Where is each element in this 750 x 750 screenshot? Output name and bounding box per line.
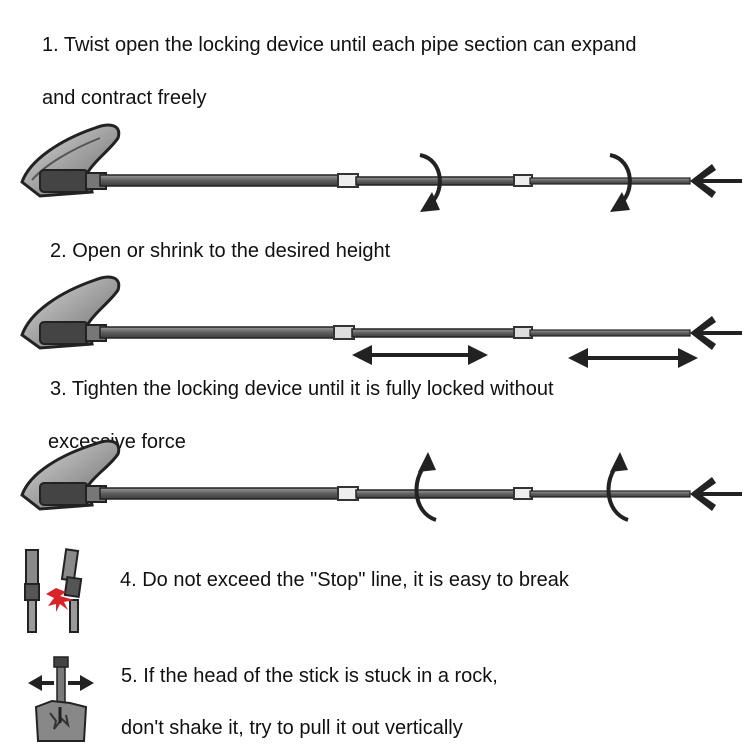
step-1-line-2: and contract freely [42, 87, 207, 109]
pole-stuck-in-rock-icon [28, 656, 94, 742]
step-5-line-1: 5. If the head of the stick is stuck in … [121, 665, 498, 687]
broken-pole-warning-icon [24, 548, 83, 633]
step-4-line-1: 4. Do not exceed the "Stop" line, it is … [120, 569, 569, 591]
trekking-pole-twist-open-icon [20, 123, 742, 212]
step-5-line-2: don't shake it, try to pull it out verti… [121, 717, 463, 739]
basket-tip [690, 164, 742, 198]
trekking-pole-twist-lock-icon [20, 439, 742, 522]
step-3-line-1: 3. Tighten the locking device until it i… [50, 378, 554, 400]
handle-grip [20, 123, 121, 198]
step-2-line-1: 2. Open or shrink to the desired height [50, 240, 391, 262]
step-1-line-1: 1. Twist open the locking device until e… [42, 34, 637, 56]
trekking-pole-extend-icon [20, 275, 742, 368]
